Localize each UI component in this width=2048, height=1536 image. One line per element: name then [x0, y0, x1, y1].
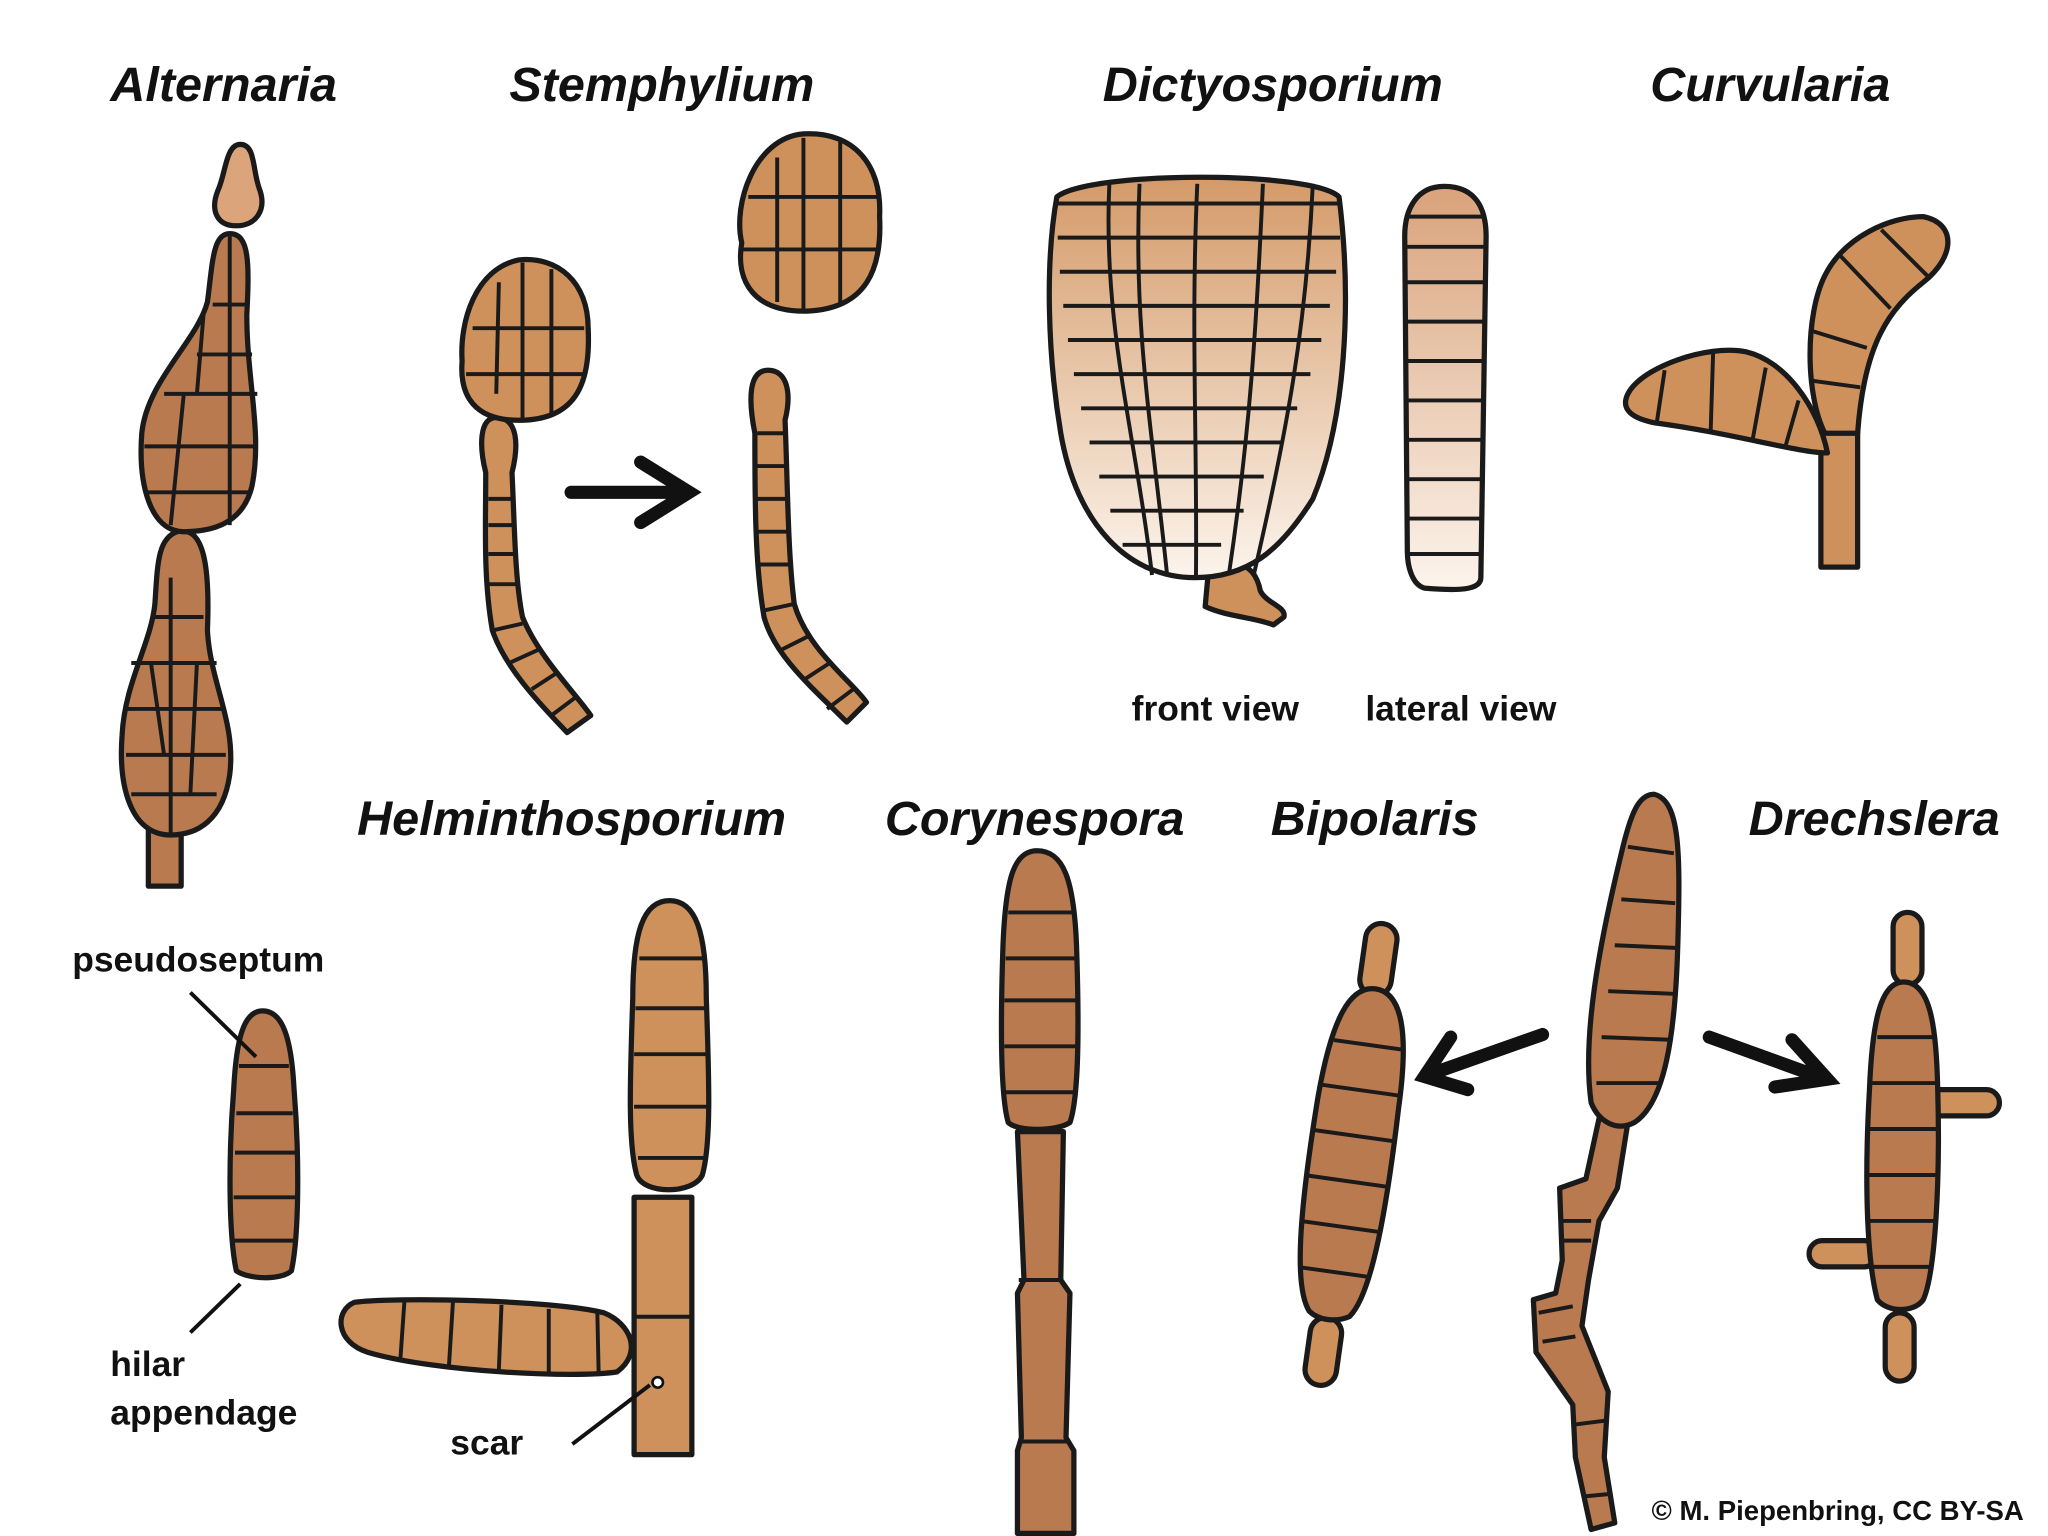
title-stemphylium: Stemphylium — [509, 58, 814, 112]
arrow-stemphylium — [564, 455, 702, 530]
label-front-view: front view — [1132, 689, 1300, 729]
dictyosporium-front-view — [1046, 174, 1349, 628]
title-bipolaris: Bipolaris — [1271, 792, 1479, 846]
label-pseudoseptum: pseudoseptum — [72, 939, 324, 979]
title-dictyosporium: Dictyosporium — [1103, 58, 1443, 112]
title-helminthosporium: Helminthosporium — [357, 792, 786, 846]
arrow-to-drechslera — [1702, 1030, 1841, 1094]
helminthosporium-conidiophore — [338, 897, 712, 1458]
helminthosporium-conidium-labeled — [188, 991, 301, 1334]
label-appendage: appendage — [110, 1392, 297, 1432]
title-drechslera: Drechslera — [1749, 792, 2000, 846]
dictyosporium-lateral-view — [1402, 183, 1489, 593]
drechslera-germinating-conidium — [1806, 909, 2003, 1384]
bipolaris-germinating-conidium — [1297, 920, 1406, 1388]
drechslera-parent-conidium — [1530, 791, 1682, 1533]
label-hilar: hilar — [110, 1344, 185, 1384]
title-alternaria: Alternaria — [109, 58, 337, 112]
stemphylium-mature-conidium — [737, 131, 883, 725]
arrow-to-bipolaris — [1414, 1027, 1550, 1097]
title-corynespora: Corynespora — [885, 792, 1185, 846]
copyright-notice: © M. Piepenbring, CC BY-SA — [1652, 1495, 2024, 1526]
stemphylium-young-conidium — [459, 256, 594, 736]
dictyosporium-cell-walls — [1056, 183, 1342, 576]
curvularia-conidia — [1622, 213, 1951, 570]
label-scar: scar — [450, 1423, 523, 1463]
label-lateral-view: lateral view — [1365, 689, 1557, 729]
title-curvularia: Curvularia — [1650, 58, 1890, 112]
corynespora-conidium — [998, 848, 1081, 1536]
alternaria-chain — [118, 141, 265, 889]
